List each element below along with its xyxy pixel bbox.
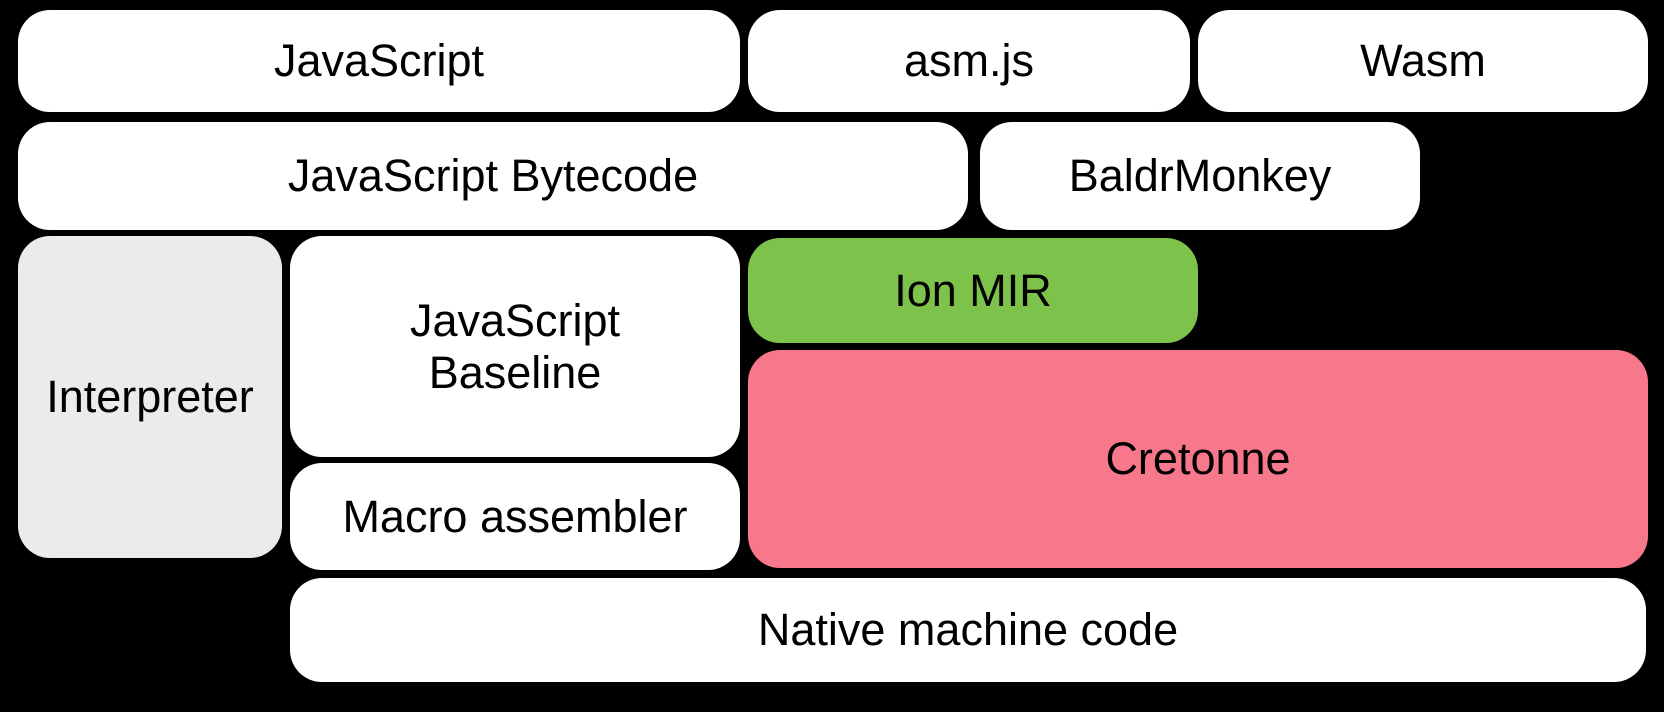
node-interpreter-label: Interpreter xyxy=(46,371,254,423)
node-asmjs-label: asm.js xyxy=(903,35,1034,87)
node-javascript-label: JavaScript xyxy=(273,35,485,87)
node-javascript-baseline: JavaScript Baseline xyxy=(290,236,740,457)
node-macro-assembler-label: Macro assembler xyxy=(342,490,688,542)
node-wasm-label: Wasm xyxy=(1360,35,1486,87)
node-ion-mir-label: Ion MIR xyxy=(894,264,1052,316)
node-baldrmonkey: BaldrMonkey xyxy=(980,122,1420,230)
node-macro-assembler: Macro assembler xyxy=(290,463,740,570)
node-javascript-baseline-label: JavaScript Baseline xyxy=(409,294,621,398)
node-interpreter: Interpreter xyxy=(18,236,282,558)
node-javascript: JavaScript xyxy=(18,10,740,112)
node-cretonne: Cretonne xyxy=(748,350,1648,568)
node-baldrmonkey-label: BaldrMonkey xyxy=(1068,150,1332,202)
node-javascript-bytecode: JavaScript Bytecode xyxy=(18,122,968,230)
node-cretonne-label: Cretonne xyxy=(1105,433,1291,485)
node-javascript-bytecode-label: JavaScript Bytecode xyxy=(287,150,699,202)
node-ion-mir: Ion MIR xyxy=(748,238,1198,343)
node-native-machine-code: Native machine code xyxy=(290,578,1646,682)
node-wasm: Wasm xyxy=(1198,10,1648,112)
node-native-machine-code-label: Native machine code xyxy=(757,604,1179,656)
node-asmjs: asm.js xyxy=(748,10,1190,112)
